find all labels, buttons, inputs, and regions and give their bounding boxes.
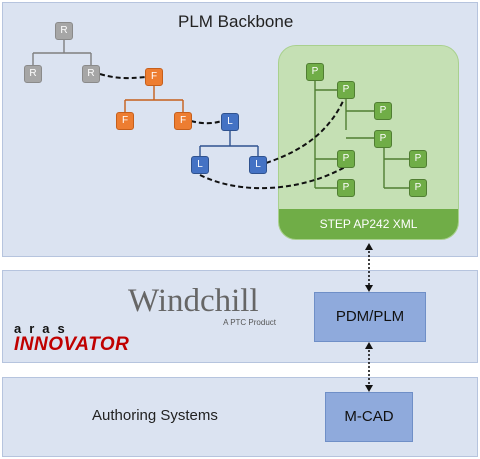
l-tree-edges [199, 131, 259, 156]
windchill-logo: Windchill A PTC Product [128, 284, 288, 330]
link-f-l [190, 120, 223, 125]
windchill-wordmark: Windchill [128, 283, 259, 319]
p-node-a2-1: P [409, 150, 427, 168]
aras-wordmark: aras [14, 321, 73, 336]
innovator-wordmark: INNOVATOR [14, 334, 130, 355]
mcad-box: M-CAD [325, 392, 413, 442]
p-tree-edges [314, 81, 409, 189]
p-node-a: P [337, 81, 355, 99]
p-node-a2: P [374, 130, 392, 148]
l-node-root: L [221, 113, 239, 131]
windchill-subtitle: A PTC Product [223, 318, 276, 327]
pdm-plm-box: PDM/PLM [314, 292, 426, 342]
r-tree-edges [32, 40, 92, 65]
backbone-title: PLM Backbone [178, 12, 294, 31]
f-node-left: F [116, 112, 134, 130]
pdm-plm-label: PDM/PLM [335, 308, 405, 325]
r-node-left: R [24, 65, 42, 83]
r-node-right: R [82, 65, 100, 83]
f-node-right: F [174, 112, 192, 130]
link-l-p2 [199, 166, 346, 190]
f-node-root: F [145, 68, 163, 86]
p-node-a2-2: P [409, 179, 427, 197]
authoring-title: Authoring Systems [92, 407, 218, 424]
link-r-f [99, 73, 147, 80]
mcad-label: M-CAD [344, 408, 394, 425]
p-node-root: P [306, 63, 324, 81]
f-tree-edges [124, 86, 184, 112]
p-node-c: P [337, 179, 355, 197]
aras-logo: aras INNOVATOR [14, 322, 204, 356]
p-node-b: P [337, 150, 355, 168]
link-l-p1 [265, 98, 345, 164]
l-node-left: L [191, 156, 209, 174]
r-node-root: R [55, 22, 73, 40]
step-ap242-label: STEP AP242 XML [279, 209, 458, 239]
l-node-right: L [249, 156, 267, 174]
p-node-a1: P [374, 102, 392, 120]
